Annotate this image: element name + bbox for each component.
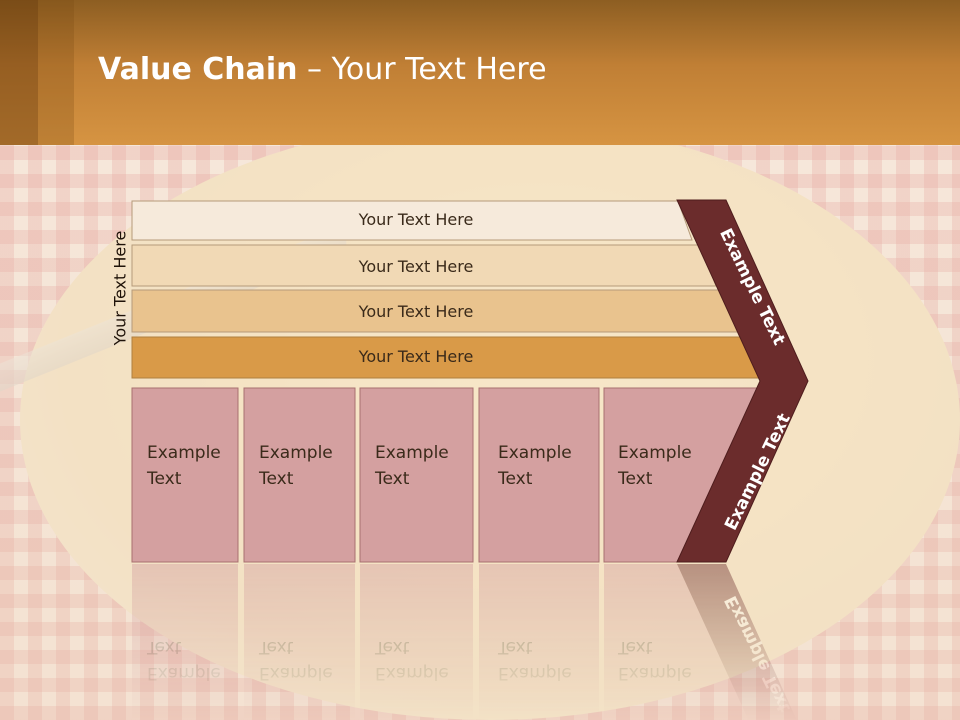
box-4-line2: Text <box>497 469 533 489</box>
title-rest: – Your Text Here <box>297 52 547 87</box>
bar-4-label: Your Text Here <box>358 347 474 366</box>
bar-3-label: Your Text Here <box>358 302 474 321</box>
box-3-line1: Example <box>375 443 449 463</box>
title-bold: Value Chain <box>98 52 298 87</box>
box-4 <box>478 387 600 563</box>
box-1-line2: Text <box>146 469 182 489</box>
reflection-box-5-line2: Text <box>617 637 653 657</box>
box-5-line2: Text <box>617 469 653 489</box>
reflection-box-3-line1: Example <box>375 663 449 683</box>
header-accent-band-2 <box>38 0 74 145</box>
header-bar: Value Chain – Your Text Here <box>0 0 960 145</box>
reflection-box-2-line1: Example <box>259 663 333 683</box>
slide-title: Value Chain – Your Text Here <box>98 52 547 87</box>
reflection-box-4-line1: Example <box>498 663 572 683</box>
reflection-box-5-line1: Example <box>618 663 692 683</box>
bar-1-label: Your Text Here <box>358 210 474 229</box>
box-2 <box>243 387 356 563</box>
box-3-line2: Text <box>374 469 410 489</box>
box-1-line1: Example <box>147 443 221 463</box>
side-label: Your Text Here <box>111 231 130 347</box>
reflection-box-1-line2: Text <box>146 637 182 657</box>
reflection-box-3-line2: Text <box>374 637 410 657</box>
diagram-reflection: Example Text Example Text Example Text E… <box>132 564 797 720</box>
reflection-box-4-line2: Text <box>497 637 533 657</box>
chevron-arrow <box>676 199 809 563</box>
reflection-box-2-line2: Text <box>258 637 294 657</box>
box-2-line1: Example <box>259 443 333 463</box>
reflection-box-1-line1: Example <box>147 663 221 683</box>
box-4-line1: Example <box>498 443 572 463</box>
bar-2-label: Your Text Here <box>358 257 474 276</box>
box-3 <box>359 387 474 563</box>
box-2-line2: Text <box>258 469 294 489</box>
box-1 <box>131 387 239 563</box>
bar-1 <box>131 200 693 241</box>
header-accent-band <box>0 0 38 145</box>
diagram-main: Your Text Here Your Text Here Your Text … <box>131 199 809 563</box>
box-5-line1: Example <box>618 443 692 463</box>
